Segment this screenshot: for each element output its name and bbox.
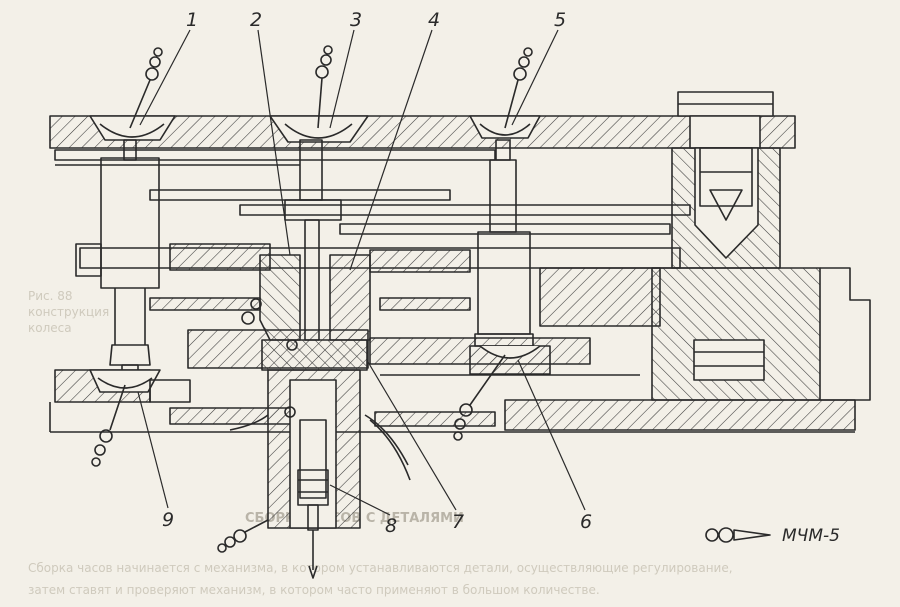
right-column — [671, 147, 781, 269]
callout-9: 9 — [162, 509, 174, 531]
show-through-side-2: конструкция — [28, 305, 109, 319]
callout-3: 3 — [350, 9, 362, 31]
callout-numbers: 1 2 3 4 5 6 7 8 9 — [162, 9, 592, 537]
show-through-text: Рис. 88 конструкция колеса СБОРКА ЧАСОВ … — [28, 289, 733, 597]
left-pillar — [75, 139, 160, 381]
mark-label: МЧМ-5 — [782, 526, 840, 546]
callout-5: 5 — [554, 9, 566, 31]
mark-symbol — [705, 527, 771, 543]
callout-2: 2 — [250, 9, 262, 31]
right-pillar — [474, 139, 534, 347]
show-through-line-1: Сборка часов начинается с механизма, в к… — [28, 561, 733, 575]
show-through-line-2: затем ставят и проверяют механизм, в кот… — [28, 583, 600, 597]
show-through-side-1: Рис. 88 — [28, 289, 73, 303]
top-plate — [49, 91, 796, 149]
arrow-markers — [91, 45, 533, 553]
callout-7: 7 — [452, 511, 464, 533]
callout-1: 1 — [186, 9, 198, 31]
callout-4: 4 — [428, 9, 440, 31]
callout-leaders — [137, 29, 586, 516]
show-through-side-3: колеса — [28, 321, 72, 335]
callout-6: 6 — [580, 511, 592, 533]
callout-8: 8 — [385, 515, 397, 537]
central-arbor — [229, 139, 411, 579]
